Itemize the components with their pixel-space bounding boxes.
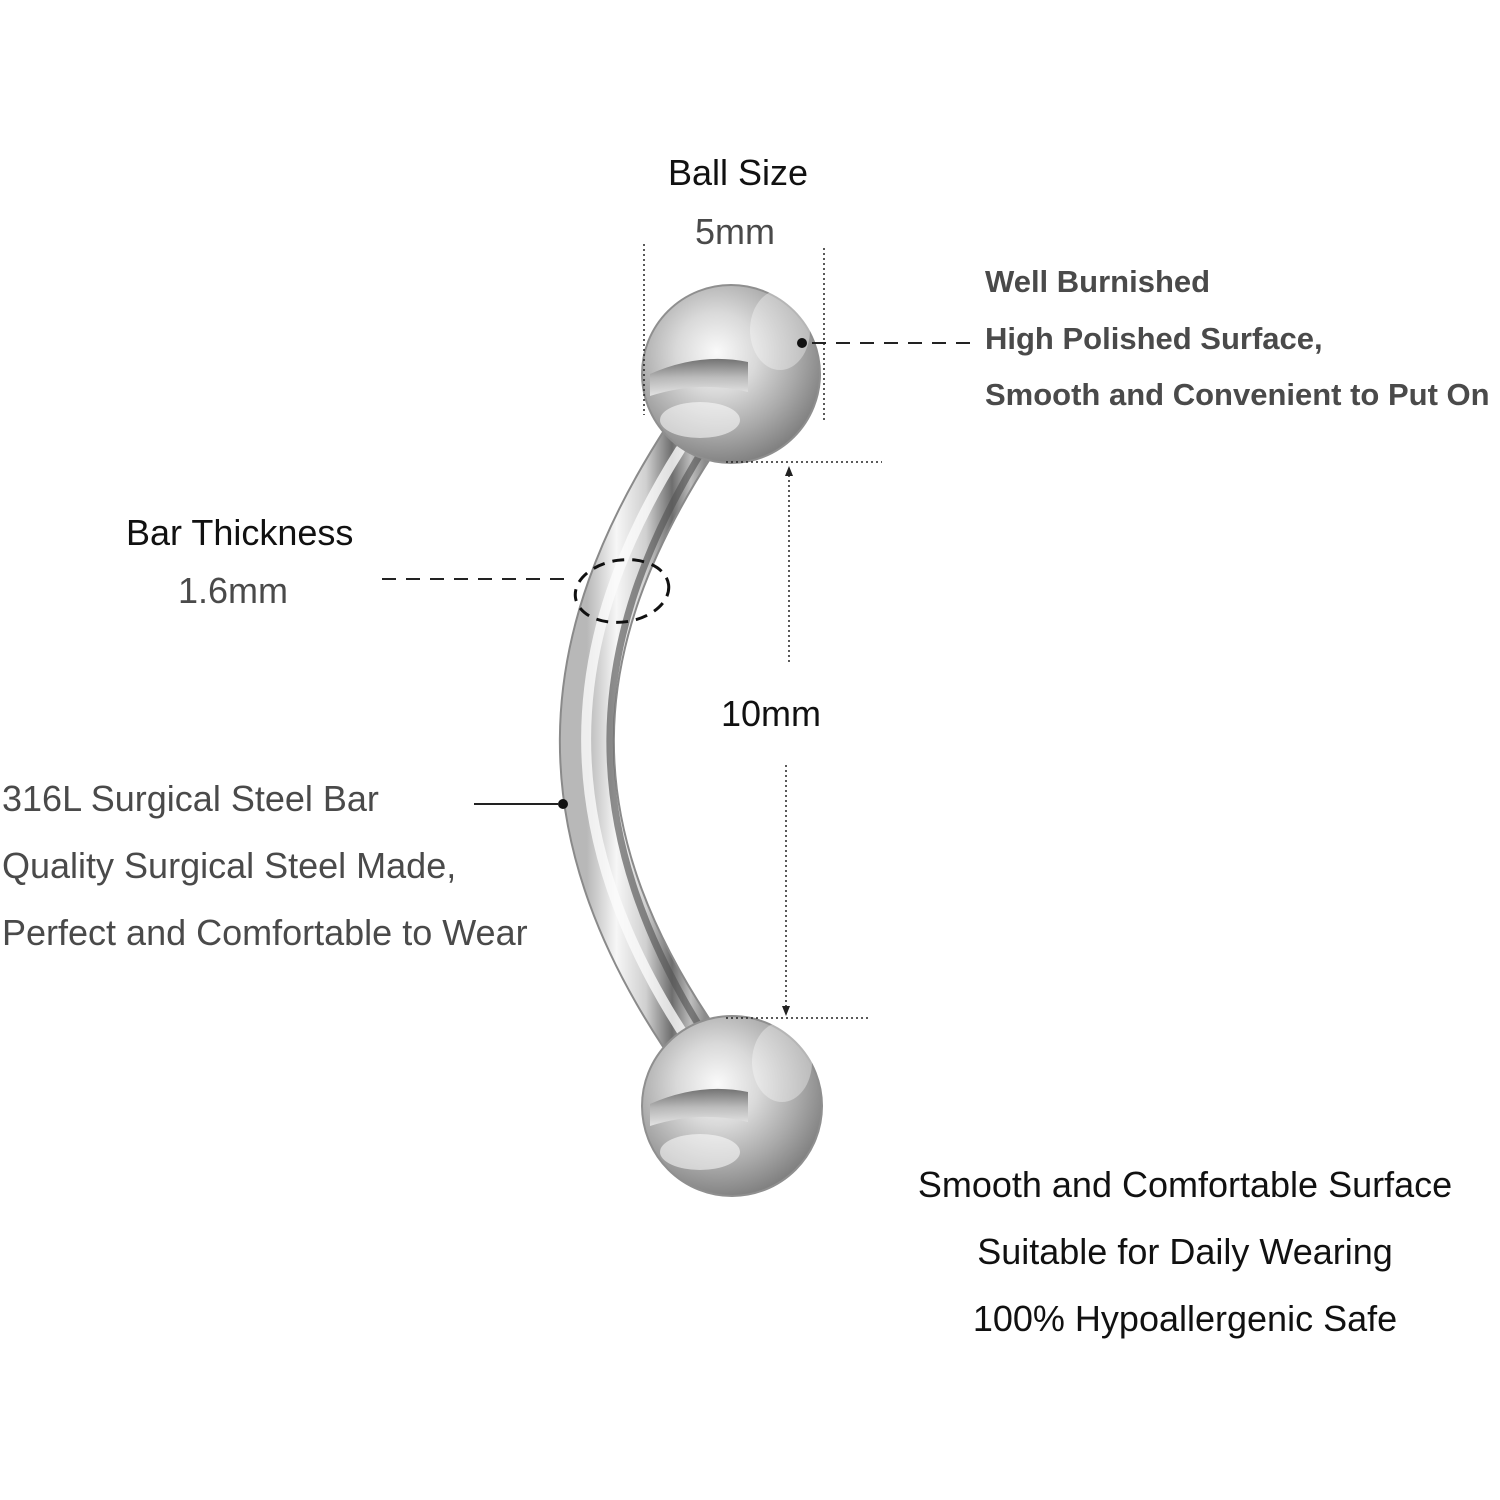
bar-thickness-title: Bar Thickness	[126, 512, 354, 553]
feature-line-1: Smooth and Comfortable Surface	[917, 1164, 1453, 1205]
feature-line-2: Suitable for Daily Wearing	[977, 1231, 1393, 1272]
ball-note-dot	[797, 338, 807, 348]
steel-note-dot	[558, 799, 568, 809]
bar-thickness-circle	[573, 558, 671, 624]
ball-note-line-2: High Polished Surface,	[985, 321, 1323, 356]
length-arrowhead-bottom	[782, 1006, 790, 1016]
curved-bar-highlight	[581, 445, 699, 1055]
feature-line-3: 100% Hypoallergenic Safe	[972, 1298, 1398, 1339]
steel-note-line-3: Perfect and Comfortable to Wear	[2, 912, 528, 953]
top-ball	[641, 284, 821, 464]
ball-size-title: Ball Size	[668, 152, 809, 193]
bar-thickness-value: 1.6mm	[178, 570, 289, 611]
ball-note-line-1: Well Burnished	[985, 264, 1211, 299]
ball-note-line-3: Smooth and Convenient to Put On	[985, 377, 1490, 412]
steel-note-line-1: 316L Surgical Steel Bar	[2, 778, 379, 819]
ball-size-value: 5mm	[695, 211, 775, 252]
bottom-ball	[641, 1015, 823, 1197]
bar-length-value: 10mm	[721, 693, 822, 734]
curved-bar-shadow	[606, 444, 720, 1056]
steel-note-line-2: Quality Surgical Steel Made,	[2, 845, 457, 886]
length-arrowhead-top	[785, 466, 793, 476]
